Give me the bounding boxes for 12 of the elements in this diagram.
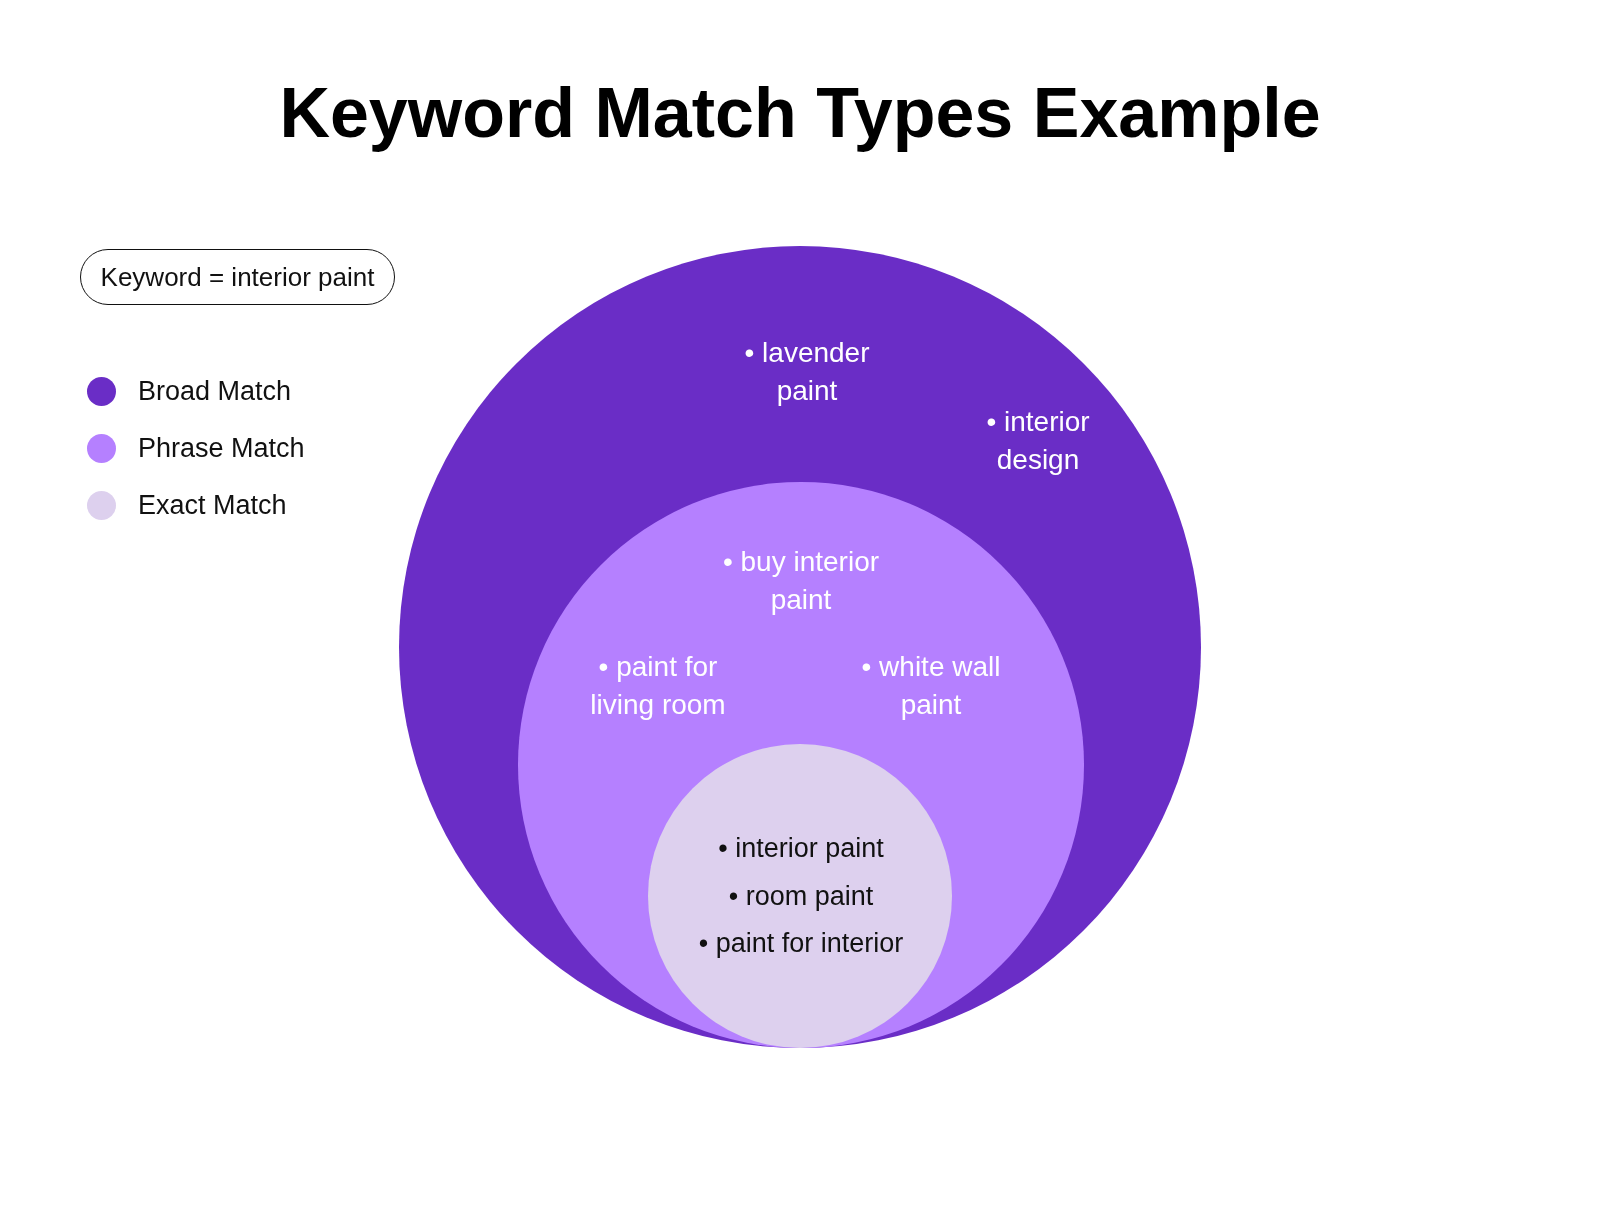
keyword-item: • white wall paint [860, 650, 1002, 722]
keyword-item: • interior design [985, 405, 1091, 477]
title: Keyword Match Types Example [279, 73, 1321, 154]
keyword-item: • paint for interior [698, 927, 904, 960]
keyword-item: • buy interior paint [721, 545, 881, 617]
keyword-item: • paint for living room [589, 650, 727, 722]
keyword-item: • lavender paint [743, 336, 871, 408]
keyword-item: • interior paint [718, 832, 884, 865]
legend-label: Broad Match [138, 375, 292, 408]
legend-label: Phrase Match [138, 432, 305, 465]
keyword-item: • room paint [728, 880, 874, 913]
legend-label: Exact Match [138, 489, 287, 522]
